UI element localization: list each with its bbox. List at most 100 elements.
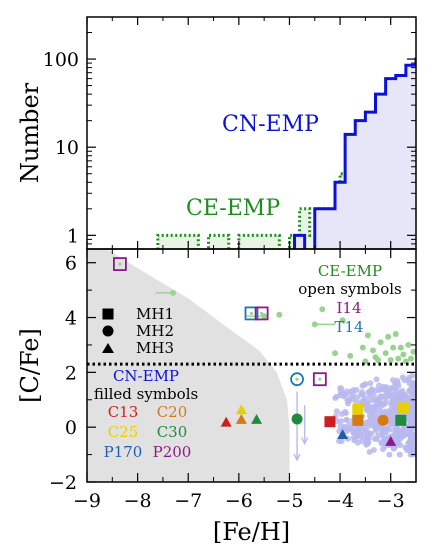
hist-ytick-label: 10	[55, 137, 79, 159]
observed-star-point	[350, 387, 357, 394]
model-point-c13	[220, 416, 232, 427]
observed-star-point	[394, 380, 401, 387]
observed-ce-star-point	[382, 350, 389, 357]
observed-ce-star-point	[397, 344, 404, 351]
observed-ce-star-point	[276, 311, 283, 318]
model-point-c25	[397, 402, 409, 414]
scatter-xtick-label: −5	[275, 490, 303, 512]
hist-cn-emp-fill	[294, 59, 416, 249]
observed-star-point	[407, 435, 414, 442]
scatter-ylabel: [C/Fe]	[16, 328, 44, 403]
observed-star-point	[386, 451, 393, 458]
hist-cn-emp-group	[293, 57, 416, 249]
observed-ce-star-point	[392, 330, 399, 337]
observed-star-point	[367, 380, 374, 387]
scatter-frame	[86, 248, 417, 483]
observed-ce-star-point	[339, 317, 346, 324]
legend-ce-title: CE-EMP	[318, 262, 382, 280]
model-point-c30	[395, 414, 407, 426]
observed-star-point	[378, 386, 385, 393]
legend-cn-item: C30	[157, 423, 188, 441]
legend-cn-title: CN-EMP	[113, 367, 179, 385]
observed-star-point	[370, 391, 377, 398]
scatter-ytick-label: 6	[65, 253, 77, 275]
open-point-i14	[113, 257, 127, 271]
observed-ce-star-point	[332, 350, 339, 357]
model-point-c20	[377, 414, 389, 426]
observed-star-point	[385, 393, 392, 400]
scatter-xtick-label: −7	[174, 490, 202, 512]
observed-ce-star-point	[387, 357, 394, 364]
observed-star-point	[365, 389, 372, 396]
observed-ce-emp-cloud	[155, 289, 416, 365]
observed-star-point	[359, 398, 366, 405]
observed-star-point	[404, 446, 411, 453]
observed-star-point	[338, 438, 345, 445]
open-point-t14	[244, 306, 259, 321]
model-point-c20	[352, 414, 364, 426]
observed-star-point	[354, 439, 361, 446]
observed-star-point	[390, 445, 397, 452]
observed-star-point	[382, 428, 389, 435]
model-point-c30	[251, 414, 263, 424]
observed-star-point	[399, 374, 406, 381]
observed-star-point	[373, 376, 380, 383]
observed-star-point	[369, 422, 376, 429]
observed-star-point	[374, 402, 381, 409]
observed-ce-star-point	[347, 352, 354, 359]
observed-star-point	[346, 425, 353, 432]
scatter-ytick-label: 2	[65, 362, 77, 384]
model-point-c13	[324, 416, 336, 428]
observed-star-point	[360, 427, 367, 434]
observed-star-point	[387, 385, 394, 392]
legend-shape-label: MH1	[136, 305, 174, 323]
scatter-xtick-label: −3	[377, 490, 405, 512]
observed-star-point	[390, 403, 397, 410]
observed-star-point	[333, 418, 340, 425]
observed-ce-star-point	[400, 351, 407, 358]
legend-triangle-icon	[102, 343, 114, 353]
legend-cn-item: P170	[104, 443, 143, 461]
observed-ce-star-point	[375, 357, 382, 364]
observed-star-point	[337, 385, 344, 392]
observed-ce-star-point	[385, 333, 392, 340]
model-points-group	[113, 257, 409, 446]
hist-ytick-label: 100	[43, 49, 79, 71]
scatter-xtick-label: −8	[124, 490, 152, 512]
observed-star-point	[360, 382, 367, 389]
observed-ce-star-point	[390, 344, 397, 351]
observed-star-point	[391, 391, 398, 398]
observed-star-point	[379, 400, 386, 407]
scatter-xtick-label: −6	[225, 490, 253, 512]
upper-limit-arrowhead	[301, 437, 309, 446]
observed-star-point	[405, 376, 412, 383]
observed-ce-star-point	[359, 344, 366, 351]
model-point-c25	[352, 403, 364, 415]
observed-star-point	[396, 451, 403, 458]
legend-shape-label: MH2	[136, 322, 174, 340]
hist-ylabel: Number	[16, 82, 44, 183]
observed-star-point	[364, 419, 371, 426]
legend-circle-icon	[102, 325, 114, 337]
legend-ce-subtitle: open symbols	[298, 280, 401, 298]
observed-star-point	[365, 435, 372, 442]
scatter-ytick-label: −2	[49, 472, 77, 494]
observed-star-point	[341, 425, 348, 432]
observed-star-point	[413, 417, 416, 424]
annotation-cn-emp: CN-EMP	[222, 112, 319, 137]
observed-star-point	[358, 391, 365, 398]
model-point-c30	[291, 413, 303, 425]
legend-square-icon	[102, 308, 114, 320]
observed-star-point	[389, 377, 396, 384]
scatter-xtick-label: −9	[73, 490, 101, 512]
observed-star-point	[408, 385, 415, 392]
observed-star-point	[393, 436, 400, 443]
observed-star-point	[399, 433, 406, 440]
observed-star-point	[362, 402, 369, 409]
observed-star-point	[405, 429, 412, 436]
observed-star-point	[343, 391, 350, 398]
observed-star-point	[386, 410, 393, 417]
legend-cn-item: P200	[153, 443, 192, 461]
